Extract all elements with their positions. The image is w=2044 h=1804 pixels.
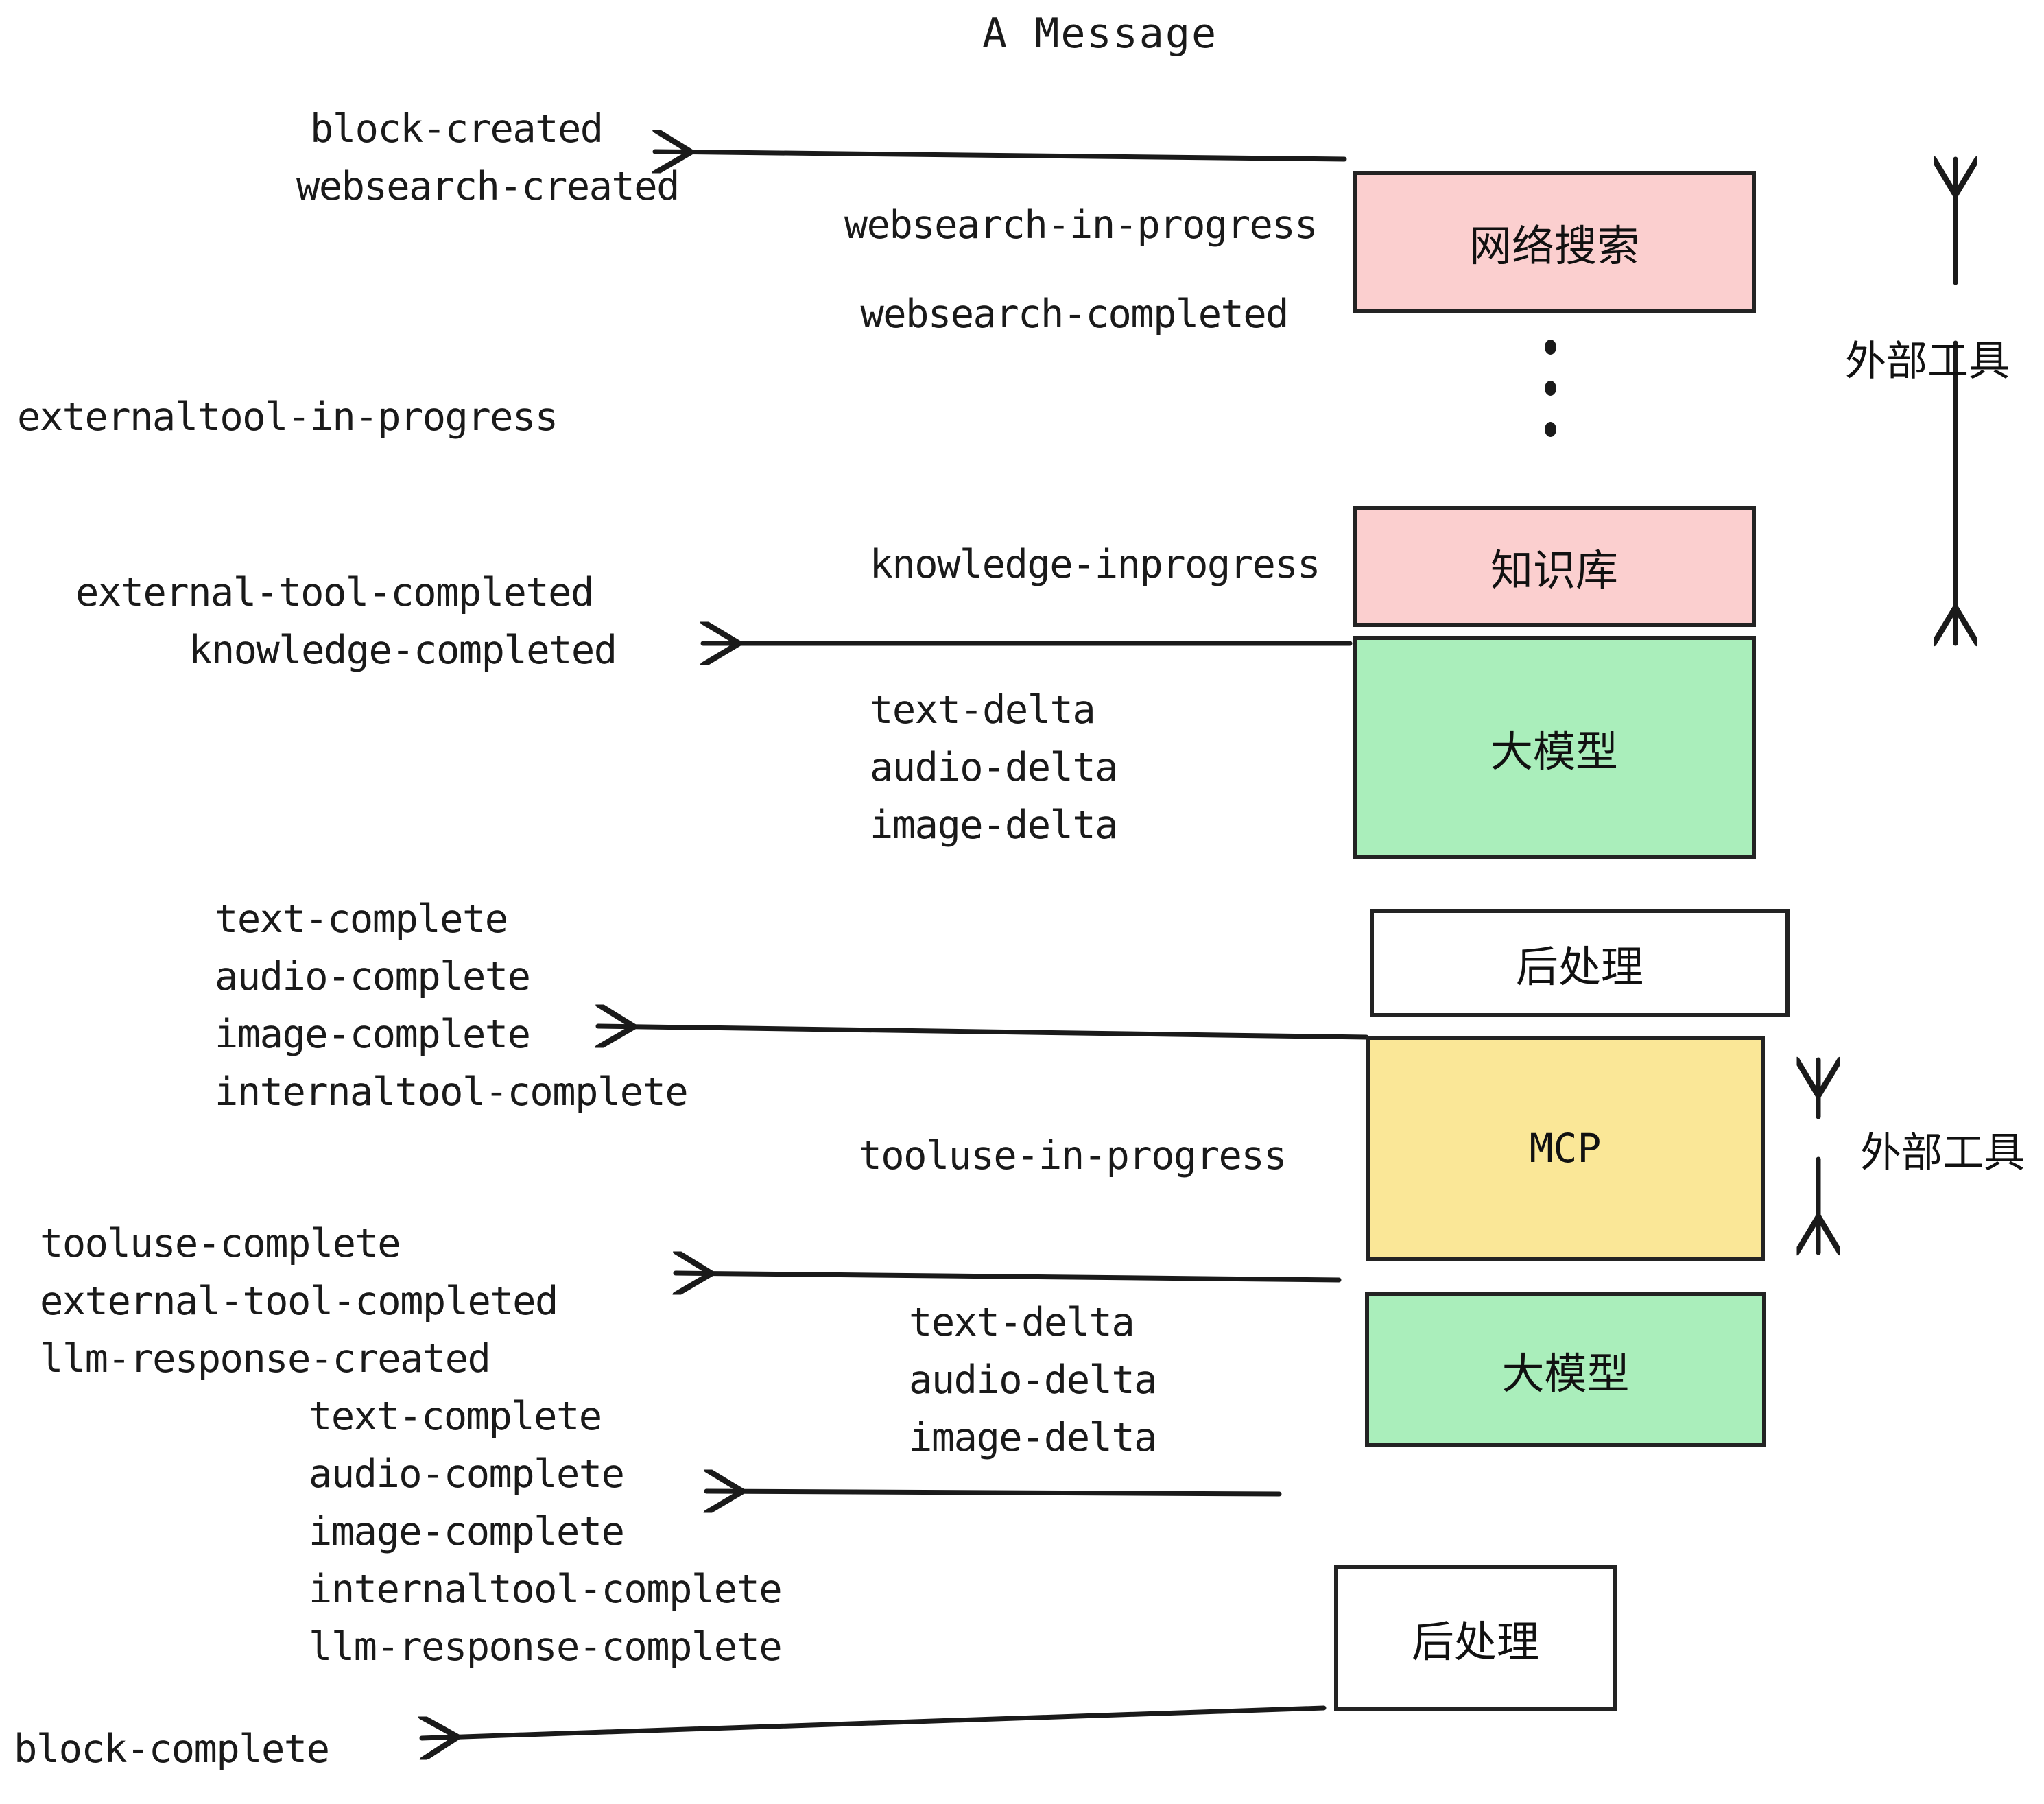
arrow-mcp-to-tooluse bbox=[676, 1273, 1342, 1280]
arrow-websearch-to-blockcreated bbox=[655, 152, 1347, 159]
vertical-ellipsis-icon bbox=[1545, 340, 1556, 437]
event-label-external-tool-compl-2: external-tool-completed bbox=[40, 1279, 558, 1324]
side-label-external-tools-bottom: 外部工具 bbox=[1860, 1129, 2025, 1177]
event-label-knowledge-inprogress: knowledge-inprogress bbox=[869, 542, 1321, 587]
ellipsis-dot bbox=[1545, 381, 1556, 396]
ellipsis-dot bbox=[1545, 422, 1556, 437]
event-label-external-tool-compl-1: external-tool-completed bbox=[75, 570, 594, 615]
node-mcp: MCP bbox=[1366, 1036, 1765, 1261]
node-label: 网络搜索 bbox=[1469, 220, 1639, 271]
ellipsis-dot bbox=[1545, 340, 1556, 355]
node-knowledge: 知识库 bbox=[1353, 506, 1756, 627]
event-label-websearch-created: websearch-created bbox=[296, 164, 680, 209]
arrow-postprocess-to-image bbox=[598, 1026, 1369, 1037]
event-label-websearch-completed: websearch-completed bbox=[860, 292, 1289, 337]
side-label-external-tools-top: 外部工具 bbox=[1845, 337, 2010, 385]
node-websearch: 网络搜索 bbox=[1353, 171, 1756, 313]
node-postprocess-top: 后处理 bbox=[1370, 909, 1790, 1017]
event-label-image-delta-1: image-delta bbox=[870, 803, 1119, 848]
event-label-image-complete-1: image-complete bbox=[215, 1012, 531, 1057]
node-label: 后处理 bbox=[1515, 942, 1643, 992]
event-label-audio-delta-1: audio-delta bbox=[870, 745, 1119, 790]
event-label-knowledge-completed: knowledge-completed bbox=[189, 628, 617, 673]
event-label-audio-complete-1: audio-complete bbox=[215, 954, 531, 999]
event-label-tooluse-in-progress: tooluse-in-progress bbox=[858, 1133, 1287, 1178]
node-label: 知识库 bbox=[1490, 545, 1618, 595]
event-label-websearch-in-progress: websearch-in-progress bbox=[844, 202, 1318, 248]
event-label-internaltool-compl-2: internaltool-complete bbox=[309, 1567, 783, 1612]
node-postprocess-bot: 后处理 bbox=[1334, 1565, 1617, 1711]
flow-arrows bbox=[422, 152, 1369, 1738]
node-label: MCP bbox=[1529, 1125, 1602, 1172]
node-label: 大模型 bbox=[1490, 726, 1618, 776]
event-label-text-delta-1: text-delta bbox=[870, 687, 1096, 733]
node-label: 后处理 bbox=[1411, 1617, 1539, 1667]
arrow-postprocess-to-blockcompl bbox=[422, 1705, 1327, 1738]
range-arrows bbox=[1818, 159, 1956, 1253]
event-label-externaltool-inprog: externaltool-in-progress bbox=[17, 394, 558, 440]
event-label-image-delta-2: image-delta bbox=[909, 1415, 1158, 1460]
node-llm-bottom: 大模型 bbox=[1365, 1292, 1766, 1447]
event-label-internaltool-compl-1: internaltool-complete bbox=[215, 1069, 689, 1115]
event-label-text-complete-2: text-complete bbox=[309, 1394, 602, 1439]
event-label-audio-delta-2: audio-delta bbox=[909, 1357, 1158, 1403]
event-label-audio-complete-2: audio-complete bbox=[309, 1451, 625, 1497]
event-label-text-complete-1: text-complete bbox=[215, 897, 508, 942]
node-llm-top: 大模型 bbox=[1353, 636, 1756, 859]
arrow-llm-to-audiocomplete bbox=[706, 1491, 1282, 1494]
event-label-block-created: block-created bbox=[310, 106, 604, 152]
node-label: 大模型 bbox=[1501, 1348, 1630, 1399]
page-title: A Message bbox=[982, 10, 1218, 58]
event-label-block-complete: block-complete bbox=[14, 1726, 330, 1772]
event-label-llm-response-complete: llm-response-complete bbox=[309, 1624, 783, 1670]
event-label-tooluse-complete: tooluse-complete bbox=[40, 1221, 401, 1266]
event-label-llm-response-created: llm-response-created bbox=[40, 1336, 491, 1381]
event-label-text-delta-2: text-delta bbox=[909, 1300, 1135, 1345]
event-label-image-complete-2: image-complete bbox=[309, 1509, 625, 1554]
